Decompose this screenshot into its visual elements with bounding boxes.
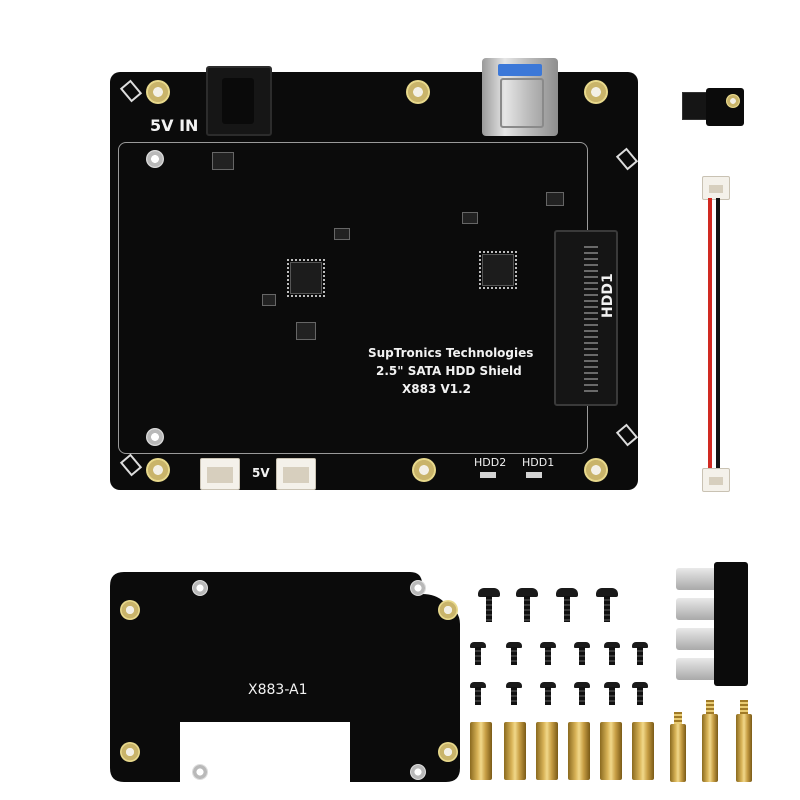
- small-chip: [462, 212, 478, 224]
- screw: [478, 588, 500, 624]
- screw: [574, 682, 590, 706]
- controller-chip: [479, 251, 517, 289]
- small-chip: [334, 228, 350, 240]
- screw: [470, 682, 486, 706]
- led-label-hdd2: HDD2: [474, 456, 507, 469]
- screw: [556, 588, 578, 624]
- usb-bridge-adapter: [672, 562, 762, 690]
- controller-chip: [287, 259, 325, 297]
- brass-standoff: [670, 724, 686, 782]
- led-hdd2: [480, 472, 496, 478]
- plate-model-label: X883-A1: [248, 682, 308, 698]
- screw: [516, 588, 538, 624]
- brass-standoff: [504, 722, 526, 780]
- brand-text: SupTronics Technologies: [368, 346, 534, 360]
- corner-mark: [615, 147, 639, 171]
- brass-standoff: [600, 722, 622, 780]
- usb-port: [482, 58, 558, 136]
- screw-hole: [410, 580, 426, 596]
- screw: [540, 642, 556, 666]
- small-chip: [212, 152, 234, 170]
- screw: [604, 682, 620, 706]
- board-silk-outline: [118, 142, 588, 454]
- brass-standoff: [736, 714, 752, 782]
- screw: [632, 682, 648, 706]
- jumper-cable: [696, 176, 736, 496]
- model-text: X883 V1.2: [402, 382, 472, 396]
- screw-hole: [146, 150, 164, 168]
- mounting-hole: [438, 600, 458, 620]
- fan-header: [200, 458, 240, 490]
- fan-power-label: 5V: [252, 466, 270, 480]
- hdd-connector-label: HDD1: [600, 273, 616, 318]
- power-input-label: 5V IN: [150, 116, 199, 135]
- mounting-hole: [120, 742, 140, 762]
- brass-standoff: [702, 714, 718, 782]
- mounting-plate: [110, 572, 460, 782]
- brass-standoff: [568, 722, 590, 780]
- mounting-hole: [406, 80, 430, 104]
- mounting-hole: [438, 742, 458, 762]
- power-switch-module: [682, 88, 744, 126]
- screw: [596, 588, 618, 624]
- corner-mark: [119, 79, 143, 103]
- screw-hole: [410, 764, 426, 780]
- standoff-thread: [706, 700, 714, 714]
- screw: [470, 642, 486, 666]
- screw: [506, 642, 522, 666]
- brass-standoff: [470, 722, 492, 780]
- product-text: 2.5" SATA HDD Shield: [376, 364, 522, 378]
- sata-connector: [554, 230, 618, 406]
- screw: [632, 642, 648, 666]
- screw: [604, 642, 620, 666]
- mounting-hole: [412, 458, 436, 482]
- standoff-thread: [740, 700, 748, 714]
- mounting-hole: [584, 80, 608, 104]
- small-chip: [296, 322, 316, 340]
- screw: [574, 642, 590, 666]
- led-hdd1: [526, 472, 542, 478]
- brass-standoff: [536, 722, 558, 780]
- screw-hole: [192, 764, 208, 780]
- hdd-shield-board: 5V IN HDD1 SupTronics Technologies 2.5" …: [110, 58, 639, 490]
- brass-standoff: [632, 722, 654, 780]
- mounting-hole: [146, 80, 170, 104]
- fan-header: [276, 458, 316, 490]
- dc-barrel-jack: [206, 66, 272, 136]
- screw: [540, 682, 556, 706]
- screw: [506, 682, 522, 706]
- screw-hole: [192, 580, 208, 596]
- mounting-hole: [584, 458, 608, 482]
- corner-mark: [615, 423, 639, 447]
- corner-mark: [119, 453, 143, 477]
- small-chip: [546, 192, 564, 206]
- mounting-hole: [120, 600, 140, 620]
- mounting-hole: [146, 458, 170, 482]
- screw-hole: [146, 428, 164, 446]
- led-label-hdd1: HDD1: [522, 456, 555, 469]
- standoff-thread: [674, 712, 682, 724]
- small-chip: [262, 294, 276, 306]
